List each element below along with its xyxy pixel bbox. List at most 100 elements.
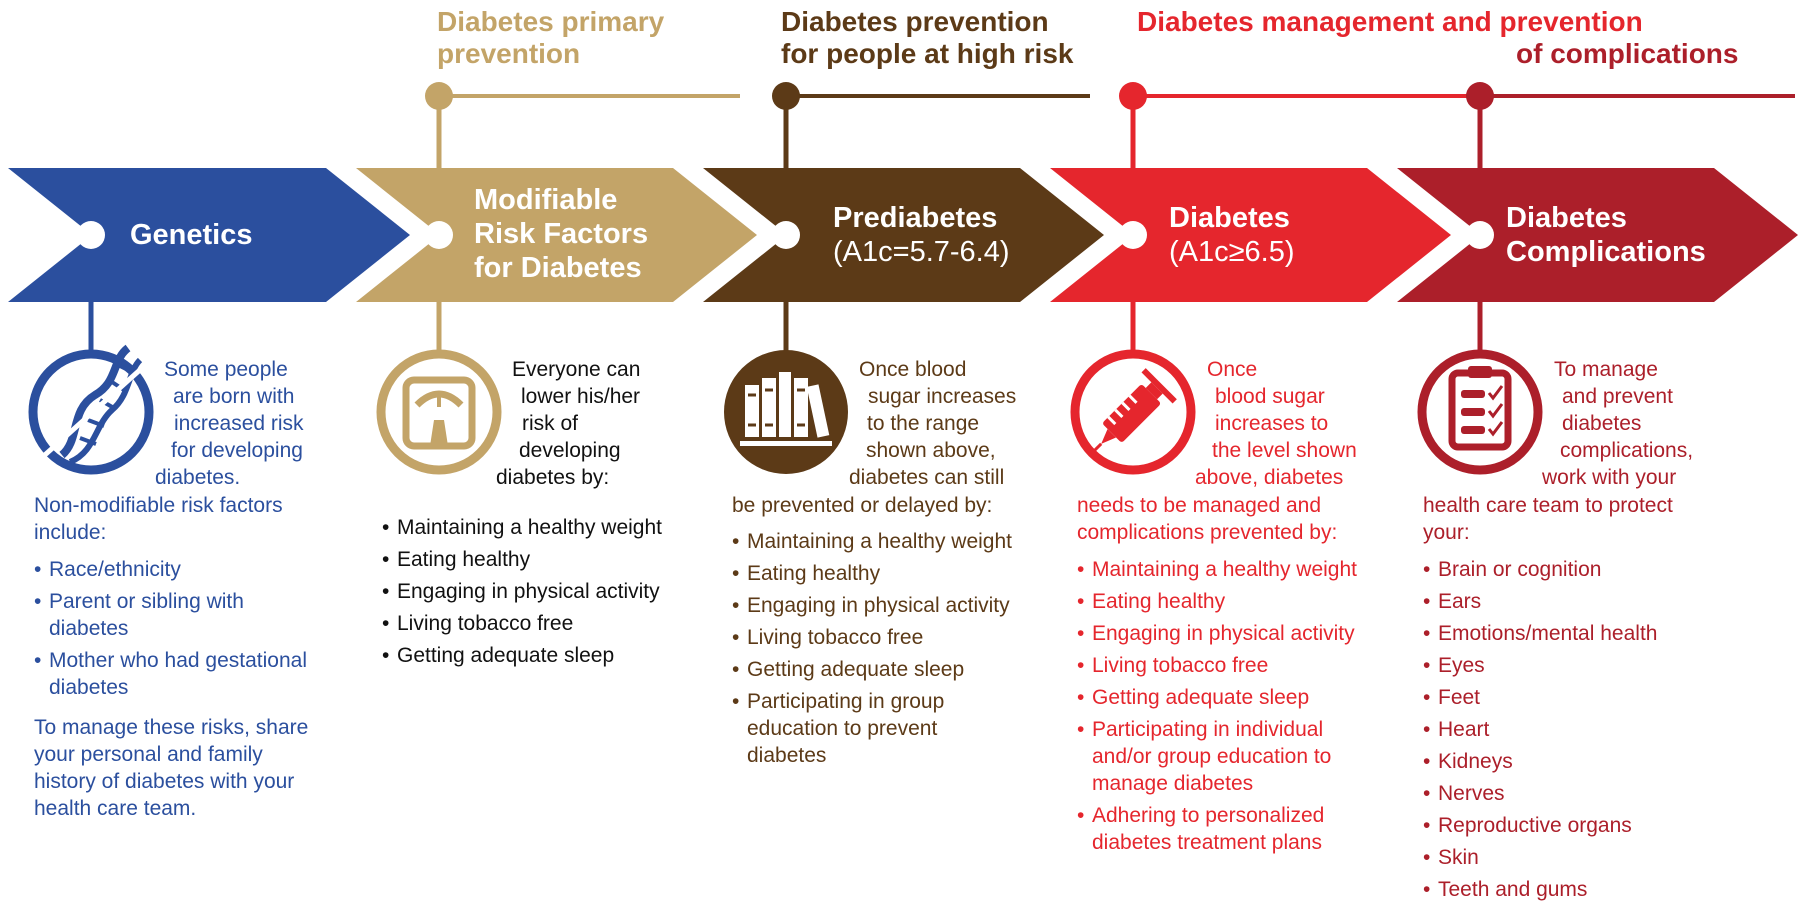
list-item: Engaging in physical activity	[732, 592, 1012, 619]
modifiable-intro-line-5: diabetes by:	[496, 466, 610, 489]
list-item: Eating healthy	[1077, 588, 1357, 615]
list-item: Skin	[1423, 844, 1657, 871]
prediabetes-lead: be prevented or delayed by:	[732, 492, 992, 519]
dot-genetics	[77, 221, 105, 249]
list-item: Heart	[1423, 716, 1657, 743]
stage-complications-title-2: Complications	[1506, 236, 1706, 268]
genetics-intro-line-2: are born with	[173, 385, 295, 408]
complications-intro-line-1: To manage	[1554, 358, 1658, 381]
list-item: Maintaining a healthy weight	[1077, 556, 1357, 583]
dot-header-primary	[425, 82, 453, 110]
stage-genetics-label: Genetics	[130, 218, 253, 252]
list-item: Getting adequate sleep	[1077, 684, 1357, 711]
complications-intro-line-5: work with your	[1542, 466, 1677, 489]
diabetes-lead: needs to be managed and complications pr…	[1077, 492, 1337, 546]
list-item: Eyes	[1423, 652, 1657, 679]
modifiable-intro-line-4: developing	[519, 439, 621, 462]
genetics-note: To manage these risks, share your person…	[34, 714, 308, 822]
header-management-text: Diabetes management and prevention	[1137, 6, 1643, 37]
genetics-lead-line-2: include:	[34, 521, 107, 544]
dot-header-complications	[1466, 82, 1494, 110]
complications-intro-line-4: complications,	[1560, 439, 1694, 462]
prediabetes-intro: Once blood sugar increases to the range …	[849, 356, 1016, 491]
diabetes-intro-line-1: Once	[1207, 358, 1258, 381]
stage-complications-label: Diabetes Complications	[1506, 201, 1706, 269]
list-item: Maintaining a healthy weight	[732, 528, 1012, 555]
list-item: Teeth and gums	[1423, 876, 1657, 903]
complications-intro: To manage and prevent diabetes complicat…	[1542, 356, 1693, 491]
dot-modifiable	[425, 221, 453, 249]
genetics-note-line-3: history of diabetes with your	[34, 770, 295, 793]
diabetes-bullets: Maintaining a healthy weight Eating heal…	[1077, 556, 1357, 861]
genetics-intro-line-5: diabetes.	[155, 466, 241, 489]
dna-icon	[26, 344, 162, 475]
stage-genetics-title: Genetics	[130, 219, 253, 251]
list-item: Nerves	[1423, 780, 1657, 807]
list-item: Maintaining a healthy weight	[382, 514, 662, 541]
prediabetes-bullets: Maintaining a healthy weight Eating heal…	[732, 528, 1012, 774]
dot-header-management	[1119, 82, 1147, 110]
chevron-complications	[1397, 168, 1798, 302]
genetics-note-line-1: To manage these risks, share	[34, 716, 309, 739]
prediabetes-intro-line-3: to the range	[867, 412, 980, 435]
syringe-icon	[1070, 349, 1196, 475]
header-management: Diabetes management and prevention of co…	[1137, 6, 1738, 70]
diabetes-intro: Once blood sugar increases to the level …	[1195, 356, 1357, 491]
header-high-risk-prevention: Diabetes prevention for people at high r…	[781, 6, 1073, 70]
genetics-intro: Some people are born with increased risk…	[155, 356, 304, 491]
header-primary-prevention: Diabetes primary prevention	[437, 6, 664, 70]
genetics-intro-line-3: increased risk	[174, 412, 304, 435]
diabetes-intro-line-3: increases to	[1215, 412, 1329, 435]
books-icon	[724, 350, 848, 474]
genetics-intro-line-1: Some people	[164, 358, 288, 381]
complications-intro-line-3: diabetes	[1562, 412, 1642, 435]
list-item: Getting adequate sleep	[732, 656, 1012, 683]
diabetes-intro-line-2: blood sugar	[1215, 385, 1325, 408]
prediabetes-intro-line-4: shown above,	[866, 439, 996, 462]
prediabetes-lead-line-1: be prevented or delayed by:	[732, 494, 993, 517]
stage-diabetes-subtitle: (A1c≥6.5)	[1169, 236, 1295, 268]
stage-complications-title-1: Diabetes	[1506, 202, 1627, 234]
stage-prediabetes-label: Prediabetes (A1c=5.7-6.4)	[833, 201, 1010, 269]
header-high-risk-line-2: for people at high risk	[781, 38, 1074, 69]
header-primary-line-2: prevention	[437, 38, 581, 69]
list-item: Engaging in physical activity	[1077, 620, 1357, 647]
complications-lead-line-1: health care team to protect	[1423, 494, 1673, 517]
modifiable-intro-line-3: risk of	[522, 412, 579, 435]
genetics-note-line-2: your personal and family	[34, 743, 263, 766]
genetics-note-line-4: health care team.	[34, 797, 197, 820]
modifiable-intro-line-1: Everyone can	[512, 358, 641, 381]
stage-modifiable-title-2: Risk Factors	[474, 218, 649, 250]
diabetes-lead-line-2: complications prevented by:	[1077, 521, 1338, 544]
diabetes-intro-line-5: above, diabetes	[1195, 466, 1344, 489]
header-management-line-1: Diabetes management and prevention	[1137, 6, 1738, 38]
modifiable-bullets: Maintaining a healthy weight Eating heal…	[382, 514, 662, 674]
chevron-genetics	[8, 168, 410, 302]
list-item: Engaging in physical activity	[382, 578, 662, 605]
genetics-intro-line-4: for developing	[171, 439, 303, 462]
dot-complications	[1466, 221, 1494, 249]
stage-diabetes-title: Diabetes	[1169, 202, 1290, 234]
chevron-prediabetes	[703, 168, 1104, 302]
stage-diabetes-label: Diabetes (A1c≥6.5)	[1169, 201, 1295, 269]
stage-prediabetes-subtitle: (A1c=5.7-6.4)	[833, 236, 1010, 268]
diabetes-intro-line-4: the level shown	[1212, 439, 1357, 462]
header-high-risk-line-1: Diabetes prevention	[781, 6, 1049, 37]
list-item: Living tobacco free	[1077, 652, 1357, 679]
clipboard-checklist-icon	[1417, 349, 1543, 475]
dot-prediabetes	[772, 221, 800, 249]
genetics-lead-line-1: Non-modifiable risk factors	[34, 494, 283, 517]
stage-prediabetes-title: Prediabetes	[833, 202, 998, 234]
modifiable-intro: Everyone can lower his/her risk of devel…	[496, 356, 640, 491]
complications-lead-line-2: your:	[1423, 521, 1470, 544]
chevron-modifiable	[356, 168, 757, 302]
list-item: Living tobacco free	[732, 624, 1012, 651]
list-item: Feet	[1423, 684, 1657, 711]
genetics-bullets: Race/ethnicity Parent or sibling withdia…	[34, 556, 307, 706]
stage-modifiable-title-3: for Diabetes	[474, 252, 642, 284]
